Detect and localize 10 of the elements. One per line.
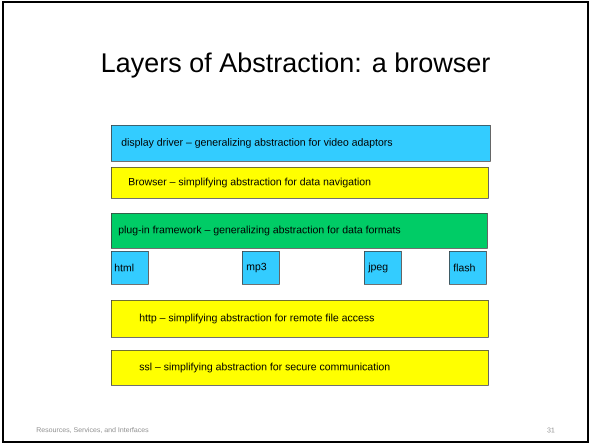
slide-title: Layers of Abstraction: a browser xyxy=(102,52,490,78)
layer-box: display driver – generalizing abstraction for video adaptors xyxy=(111,125,491,162)
format-box: mp3 xyxy=(242,251,280,285)
layer-box: ssl – simplifying abstraction for secure communication xyxy=(111,350,489,386)
layer-box: http – simplifying abstraction for remote file access xyxy=(111,300,489,338)
format-box: html xyxy=(111,251,149,285)
format-box: flash xyxy=(449,251,487,285)
layer-box: plug-in framework – generalizing abstraction for data formats xyxy=(111,213,488,249)
layer-box: Browser – simplifying abstraction for data navigation xyxy=(111,167,489,199)
format-box: jpeg xyxy=(364,251,402,285)
